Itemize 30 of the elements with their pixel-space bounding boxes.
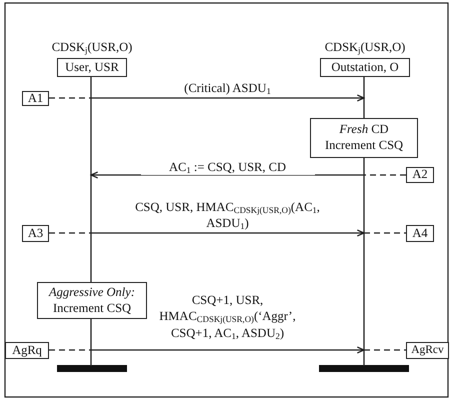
message-arrow	[91, 94, 365, 102]
lifeline	[363, 77, 365, 118]
message-arrow	[91, 346, 365, 354]
note-box	[310, 118, 418, 158]
note-heading: Aggressive Only:	[49, 284, 135, 300]
participant-box: User, USR	[57, 58, 127, 77]
message-arrow	[91, 229, 365, 237]
note-heading: Fresh CD	[339, 122, 389, 138]
anchor-box: A2	[406, 167, 434, 183]
anchor-box: AgRcv	[406, 342, 449, 359]
lifeline	[90, 319, 92, 366]
dashed-connector	[49, 97, 91, 99]
anchor-box: A1	[22, 91, 49, 106]
dashed-connector	[49, 232, 91, 234]
message-arrow	[90, 171, 364, 179]
note-text: Increment CSQ	[52, 300, 132, 316]
participant-box: Outstation, O	[320, 58, 410, 77]
anchor-box: AgRq	[5, 342, 49, 359]
dashed-connector	[364, 232, 406, 234]
key-label: CDSK$_{j}$(USR,O)	[324, 40, 406, 55]
lifeline	[363, 158, 365, 366]
dashed-connector	[364, 349, 406, 351]
dashed-connector	[49, 349, 91, 351]
lifeline	[90, 77, 92, 282]
key-label: CDSK$_{j}$(USR,O)	[50, 40, 134, 55]
dashed-connector	[364, 174, 406, 176]
anchor-box: A4	[406, 225, 434, 242]
note-box	[37, 282, 147, 319]
anchor-box: A3	[22, 225, 49, 242]
note-text: Increment CSQ	[324, 138, 404, 154]
